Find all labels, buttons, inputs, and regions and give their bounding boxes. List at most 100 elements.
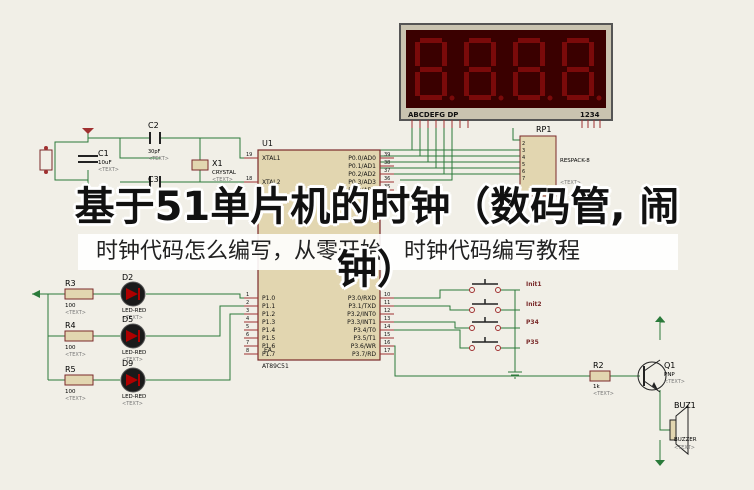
mcu-pin-label: P1.4	[262, 327, 275, 334]
mcu-pin-number: 5	[246, 324, 249, 330]
rp1-ref: RP1	[536, 125, 551, 134]
led-value: LED-RED	[122, 350, 146, 356]
display-digit	[513, 38, 553, 101]
mcu-pin-label: P1.2	[262, 311, 275, 318]
ground-symbol	[508, 371, 522, 379]
button-label: P34	[526, 319, 539, 326]
mcu-pin-number: 11	[384, 300, 390, 306]
page-title-line2: 钟）	[337, 247, 417, 293]
mcu-ea: EA	[264, 347, 273, 354]
mcu-pin-number: 15	[384, 332, 390, 338]
r2-value: 1k	[593, 384, 600, 390]
resistor-text: <TEXT>	[65, 310, 86, 316]
led-text: <TEXT>	[122, 357, 143, 363]
mcu-pin-label: P3.1/TXD	[348, 303, 376, 310]
led-array: R3100<TEXT>D2LED-RED<TEXT>R4100<TEXT>D5L…	[32, 273, 146, 407]
c1-value: 10uF	[98, 160, 112, 166]
mcu-pin-label: P1.5	[262, 335, 275, 342]
mcu-pin-number: 37	[384, 168, 390, 174]
push-button: P35	[469, 337, 539, 351]
page-title: 基于51单片机的时钟（数码管, 闹	[74, 184, 680, 230]
rp1-value: RESPACK-8	[560, 158, 590, 164]
r2-ref: R2	[593, 361, 604, 370]
q1-value: PNP	[664, 372, 675, 378]
mcu-pin-number: 8	[246, 348, 249, 354]
button-label: Init2	[526, 301, 542, 308]
rp1-pin-number: 7	[522, 176, 525, 182]
mcu-pin-label: P0.0/AD0	[348, 155, 376, 162]
q1-ref: Q1	[664, 361, 675, 370]
display-seg-label: ABCDEFG DP	[408, 111, 458, 119]
resistor-text: <TEXT>	[65, 352, 86, 358]
mcu-pin-label: P3.4/T0	[353, 327, 376, 334]
resistor-value: 100	[65, 345, 76, 351]
display-dig-label: 1234	[580, 111, 600, 119]
mcu-pin-label: P3.5/T1	[353, 335, 376, 342]
display-digit	[562, 38, 602, 101]
mcu-ref: U1	[262, 139, 273, 148]
c2-value: 30pF	[148, 149, 161, 155]
reset-circuit: C1 10uF <TEXT>	[39, 128, 119, 196]
mcu-pin-number: 18	[246, 176, 252, 182]
wires	[32, 128, 670, 431]
led-ref: D5	[122, 315, 133, 324]
mcu-pin-number: 19	[246, 152, 252, 158]
mcu-pin-number: 3	[246, 308, 249, 314]
c2-text: <TEXT>	[148, 156, 169, 162]
rp1-pin-number: 5	[522, 162, 525, 168]
mcu-pin-number: 17	[384, 348, 390, 354]
rp1-pin-number: 6	[522, 169, 525, 175]
rp1-pin-number: 3	[522, 148, 525, 154]
c3-ref: C3	[148, 175, 159, 184]
mcu-pin-number: 16	[384, 340, 390, 346]
mcu-pin-number: 35	[384, 184, 390, 190]
mcu-pin-label: P0.2/AD2	[348, 171, 376, 178]
mcu-pin-number: 36	[384, 176, 390, 182]
push-button: Init2	[469, 299, 542, 313]
rp1-text: <TEXT>	[560, 180, 581, 186]
button-label: P35	[526, 339, 539, 346]
mcu-pin-number: 13	[384, 316, 390, 322]
resistor-ref: R3	[65, 279, 76, 288]
resistor-value: 100	[65, 303, 76, 309]
mcu-pin-label: XTAL1	[262, 155, 281, 162]
led-ref: D2	[122, 273, 133, 282]
mcu-pin-label: P1.3	[262, 319, 275, 326]
display-digit	[464, 38, 504, 101]
rp1-pin-number: 4	[522, 155, 525, 161]
push-button: Init1	[469, 279, 542, 293]
mcu-pin-number: 12	[384, 308, 390, 314]
mcu-pin-label: P1.0	[262, 295, 275, 302]
mcu-pin-label: P3.2/INT0	[347, 311, 376, 318]
mcu-pin-number: 14	[384, 324, 390, 330]
buz1-value: BUZZER	[674, 437, 697, 443]
mcu-pin-number: 10	[384, 292, 390, 298]
mcu-part: AT89C51	[262, 363, 289, 370]
x1-value: CRYSTAL	[212, 170, 237, 176]
mcu-pin-label: P3.3/INT1	[347, 319, 376, 326]
buz1-text: <TEXT>	[674, 445, 695, 451]
q1-text: <TEXT>	[664, 379, 685, 385]
mcu-pin-number: 1	[246, 292, 249, 298]
mcu-pin-label: P0.4/AD4	[348, 187, 376, 194]
mcu-pin-number: 2	[246, 300, 249, 306]
resistor-value: 100	[65, 389, 76, 395]
mcu-pin-number: 39	[384, 152, 390, 158]
page-subtitle: 时钟代码怎么编写，从零开始，时钟代码编写教程	[78, 234, 678, 270]
mcu-pin-label: P3.7/RD	[352, 351, 376, 358]
push-button: P34	[469, 317, 539, 331]
rp1-pin-number: 2	[522, 141, 525, 147]
led-text: <TEXT>	[122, 315, 143, 321]
mcu-pin-number: 38	[384, 160, 390, 166]
button-label: Init1	[526, 281, 542, 288]
r2-text: <TEXT>	[593, 391, 614, 397]
resistor-text: <TEXT>	[65, 396, 86, 402]
display-digit	[415, 38, 455, 101]
c2-ref: C2	[148, 121, 159, 130]
mcu-pin-label: P0.1/AD1	[348, 163, 376, 170]
led-ref: D9	[122, 359, 133, 368]
